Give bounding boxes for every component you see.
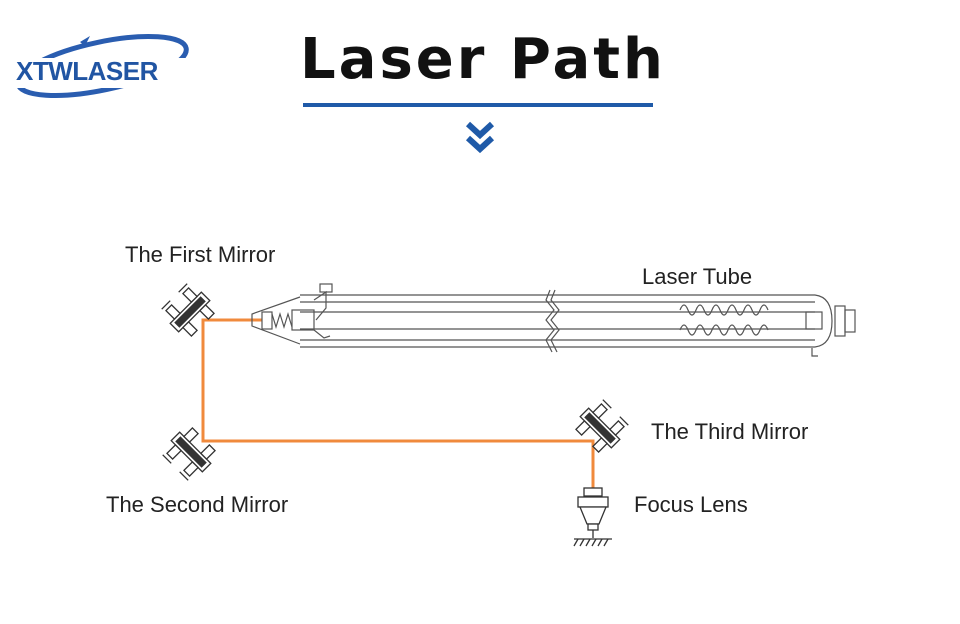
label-first-mirror: The First Mirror	[125, 242, 276, 267]
first-mirror	[161, 283, 215, 337]
double-chevron-down-icon	[465, 121, 495, 154]
focus-lens	[577, 487, 609, 538]
logo-text: XTWLASER	[16, 56, 158, 86]
label-second-mirror: The Second Mirror	[106, 492, 289, 517]
title-underline	[303, 103, 653, 107]
label-laser-tube: Laser Tube	[642, 264, 753, 289]
page-title: Laser Path	[300, 27, 666, 92]
label-third-mirror: The Third Mirror	[651, 419, 809, 444]
work-surface	[573, 538, 612, 547]
brand-logo: XTWLASER	[10, 30, 225, 118]
laser-beam	[201, 318, 595, 490]
label-focus-lens: Focus Lens	[634, 492, 748, 517]
second-mirror	[162, 427, 216, 481]
logo-swoosh-icon	[10, 33, 225, 99]
laser-tube	[251, 283, 856, 357]
third-mirror	[575, 399, 629, 453]
